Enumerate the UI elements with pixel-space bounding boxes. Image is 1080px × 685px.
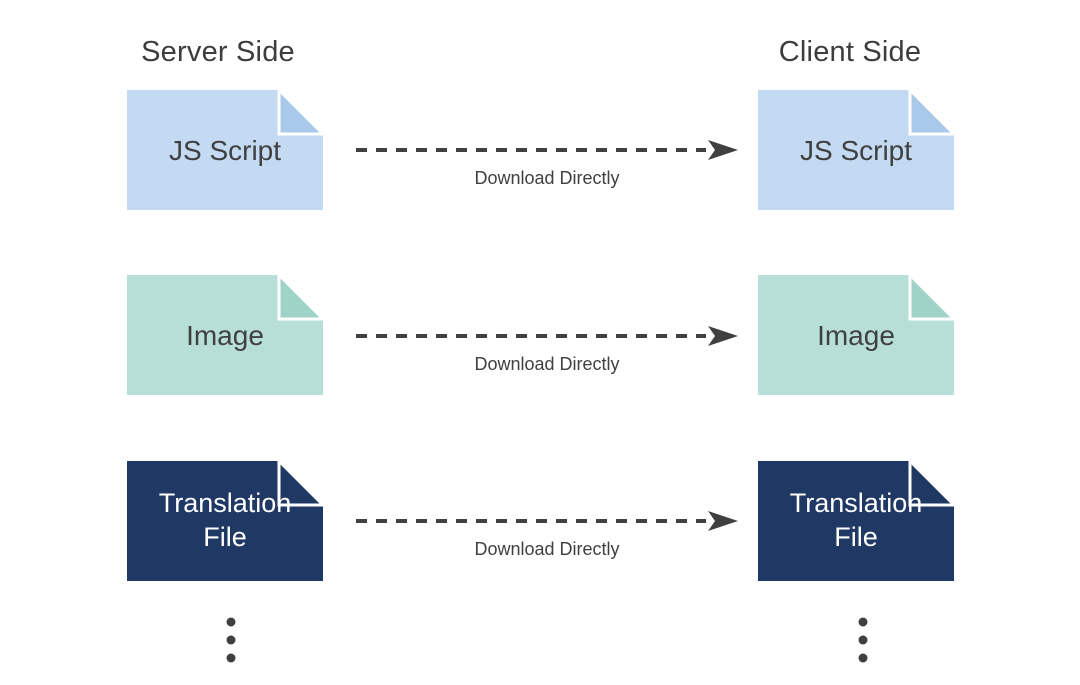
arrow-label: Download Directly [474, 539, 620, 559]
arrow-head-icon [708, 511, 738, 531]
document-label: JS Script [168, 134, 282, 166]
arrow-row-js-script: Download Directly [354, 137, 740, 189]
document-icon [758, 90, 954, 210]
arrow-row-translation-file: Download Directly [354, 508, 740, 560]
document-label: Image [817, 319, 895, 351]
document-label: JS Script [799, 134, 913, 166]
document-body [127, 461, 323, 581]
document-label: Image [186, 319, 264, 351]
folded-corner-icon [908, 90, 954, 136]
document-translation-file-server: Translation File [127, 461, 323, 581]
document-icon [758, 461, 954, 581]
document-image-server: Image [127, 275, 323, 395]
arrow-row-image: Download Directly [354, 323, 740, 375]
document-icon [127, 90, 323, 210]
document-label: Translation File [789, 488, 923, 552]
folded-corner-icon [277, 90, 323, 136]
dashed-arrow-icon [356, 511, 738, 531]
document-icon [127, 275, 323, 395]
document-icon [758, 275, 954, 395]
column-title-client: Client Side [778, 36, 922, 68]
document-icon [127, 461, 323, 581]
document-body [758, 461, 954, 581]
document-body [127, 275, 323, 395]
arrow-label: Download Directly [474, 168, 620, 188]
document-label: Translation File [158, 488, 292, 552]
vertical-ellipsis-icon [225, 614, 237, 675]
arrow-label: Download Directly [474, 354, 620, 374]
document-translation-file-client: Translation File [758, 461, 954, 581]
document-body [127, 90, 323, 210]
document-body [758, 275, 954, 395]
vertical-ellipsis-icon [857, 614, 869, 675]
column-title-server: Server Side [141, 36, 295, 68]
document-body [758, 90, 954, 210]
document-image-client: Image [758, 275, 954, 395]
dashed-arrow-icon [356, 140, 738, 160]
arrow-head-icon [708, 326, 738, 346]
folded-corner-icon [908, 275, 954, 321]
document-js-script-client: JS Script [758, 90, 954, 210]
folded-corner-icon [277, 275, 323, 321]
folded-corner-icon [277, 461, 323, 507]
folded-corner-icon [908, 461, 954, 507]
document-js-script-server: JS Script [127, 90, 323, 210]
arrow-head-icon [708, 140, 738, 160]
dashed-arrow-icon [356, 326, 738, 346]
